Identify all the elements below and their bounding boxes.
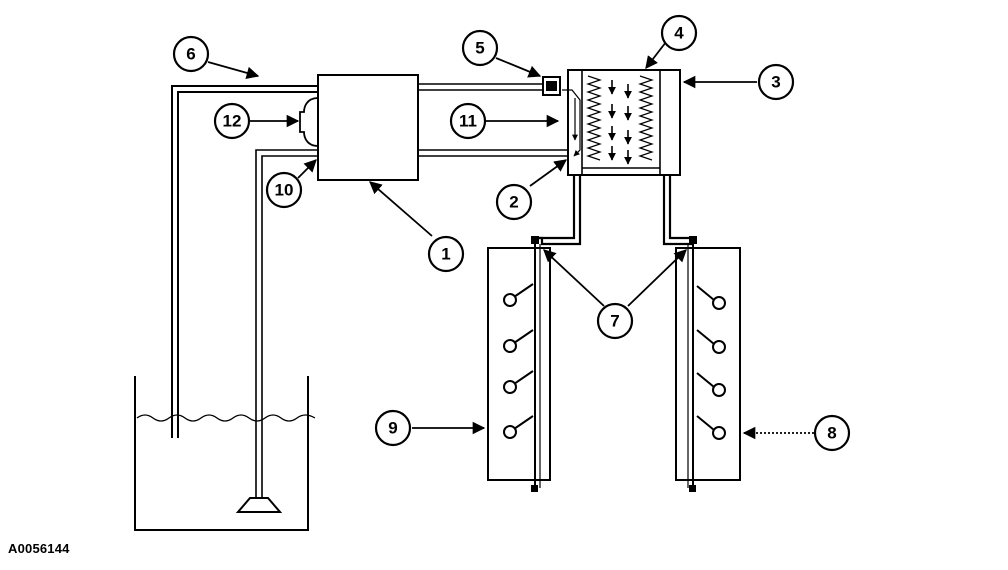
callout-4: 4 — [660, 14, 698, 52]
fuel-tank — [134, 376, 316, 531]
callout-7: 7 — [596, 302, 634, 340]
svg-text:11: 11 — [459, 112, 477, 131]
fuel-supply-line — [235, 149, 318, 513]
leader-2 — [529, 159, 568, 187]
fuel-pump-module — [317, 74, 419, 181]
cylinder-bank-right — [675, 247, 741, 481]
callout-11: 11 — [449, 102, 487, 140]
fuel-rail-right — [662, 175, 697, 492]
leader-4 — [645, 41, 667, 69]
svg-text:9: 9 — [388, 419, 397, 438]
callout-10: 10 — [265, 171, 303, 209]
callout-5: 5 — [461, 29, 499, 67]
svg-text:7: 7 — [610, 312, 619, 331]
pressure-regulator — [542, 76, 561, 96]
leader-7b — [627, 249, 687, 307]
leader-7a — [543, 249, 605, 307]
electrical-connector — [299, 97, 319, 147]
fuel-rail-left — [531, 175, 582, 492]
svg-text:12: 12 — [223, 112, 242, 131]
svg-text:2: 2 — [509, 193, 518, 212]
svg-text:8: 8 — [827, 424, 836, 443]
callout-12: 12 — [213, 102, 251, 140]
svg-text:1: 1 — [441, 245, 450, 264]
svg-text:6: 6 — [186, 45, 195, 64]
svg-text:3: 3 — [771, 73, 780, 92]
leader-5 — [495, 57, 542, 78]
svg-text:10: 10 — [275, 181, 294, 200]
svg-text:4: 4 — [674, 24, 684, 43]
callout-2: 2 — [495, 183, 533, 221]
svg-text:5: 5 — [475, 39, 484, 58]
figure-id: A0056144 — [8, 541, 70, 556]
cylinder-bank-left — [487, 247, 551, 481]
callout-8: 8 — [813, 414, 851, 452]
callout-6: 6 — [172, 35, 210, 73]
leader-1 — [369, 181, 433, 237]
leader-6 — [207, 61, 260, 80]
callout-9: 9 — [374, 409, 412, 447]
leader-10 — [297, 159, 317, 179]
callout-1: 1 — [427, 235, 465, 273]
fuel-return-line — [171, 85, 318, 438]
callout-3: 3 — [757, 63, 795, 101]
fuel-cooler-assembly — [562, 69, 681, 176]
pump-to-cooler-lines — [418, 83, 574, 157]
